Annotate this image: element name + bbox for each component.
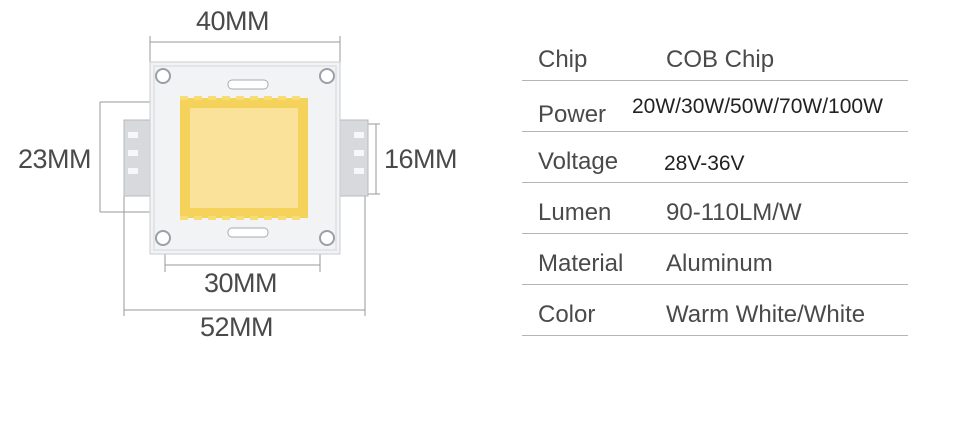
spec-value: Aluminum <box>666 250 773 277</box>
spec-value: 28V-36V <box>664 152 745 175</box>
spec-label: Material <box>538 250 624 277</box>
solder-slots <box>227 79 269 238</box>
side-tabs <box>123 119 369 197</box>
spec-row-material: Material Aluminum <box>522 234 908 285</box>
spec-row-chip: Chip COB Chip <box>522 30 908 81</box>
spec-row-lumen: Lumen 90-110LM/W <box>522 183 908 234</box>
spec-value: COB Chip <box>666 46 775 73</box>
dim-right-height: 16MM <box>384 144 458 174</box>
spec-table: Chip COB Chip Power 20W/30W/50W/70W/100W… <box>522 30 908 336</box>
dim-inner-width: 30MM <box>204 268 278 298</box>
spec-row-power: Power 20W/30W/50W/70W/100W <box>522 81 908 132</box>
spec-label: Color <box>538 301 596 328</box>
screw-holes <box>155 68 335 246</box>
spec-label: Voltage <box>538 148 619 175</box>
spec-row-color: Color Warm White/White <box>522 285 908 336</box>
dim-left-height: 23MM <box>18 144 92 174</box>
dim-outer-width: 52MM <box>200 312 274 342</box>
spec-row-voltage: Voltage 28V-36V <box>522 132 908 183</box>
spec-value: 20W/30W/50W/70W/100W <box>632 95 883 118</box>
spec-label: Chip <box>538 46 588 73</box>
cob-chip-diagram <box>99 36 380 316</box>
spec-label: Lumen <box>538 199 612 226</box>
spec-value: Warm White/White <box>666 301 866 328</box>
spec-value: 90-110LM/W <box>666 199 802 226</box>
led-core <box>190 108 298 208</box>
spec-label: Power <box>538 101 607 128</box>
dim-top-width: 40MM <box>196 6 270 36</box>
